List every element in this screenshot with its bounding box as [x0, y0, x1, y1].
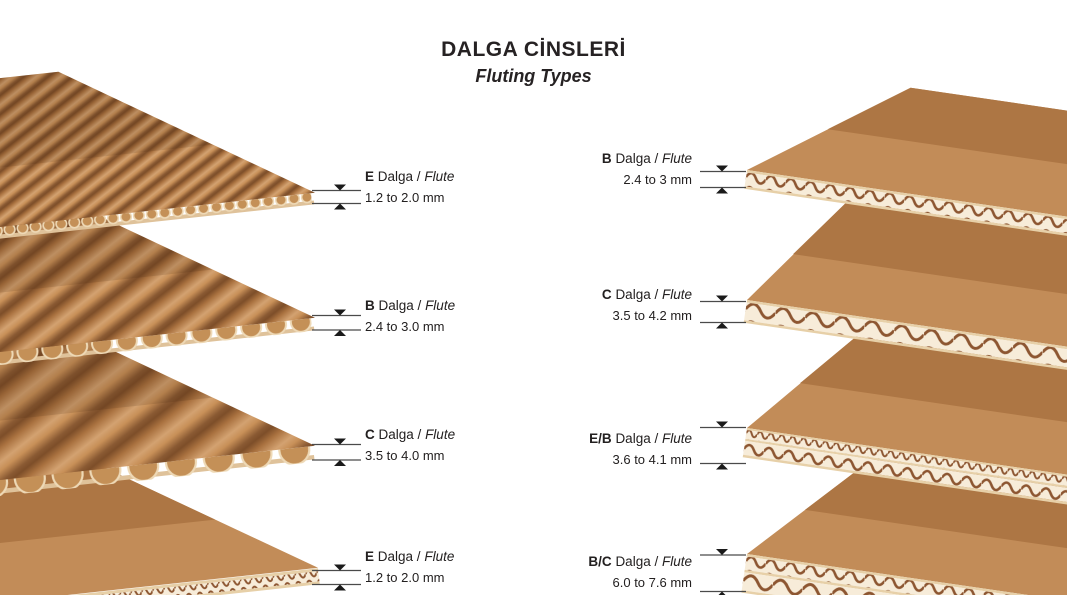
- flute-label-b-right: B Dalga / Flute 2.4 to 3 mm: [540, 149, 692, 190]
- flute-code: E: [365, 169, 375, 184]
- board-b-single-wall: [744, 87, 1067, 290]
- sheet-e-flute: [0, 71, 315, 281]
- flute-name: E/B Dalga / Flute: [540, 429, 692, 450]
- e-flute-cross-section: [0, 571, 320, 595]
- flute-word: Flute: [661, 554, 692, 569]
- flute-name: E Dalga / Flute: [365, 547, 454, 568]
- flute-code: E: [365, 549, 375, 564]
- b-flute-cross-section: [744, 172, 1067, 288]
- dalga-word: Dalga /: [615, 431, 659, 446]
- board-eb-double-wall: [742, 331, 1067, 559]
- flute-word: Flute: [425, 298, 456, 313]
- arrow-down-icon: [334, 438, 346, 445]
- flute-word: Flute: [661, 431, 692, 446]
- arrow-up-icon: [716, 322, 728, 329]
- flute-label-e-left: E Dalga / Flute 1.2 to 2.0 mm: [365, 167, 454, 208]
- thickness-indicator-lines: [312, 170, 746, 593]
- flute-name: B/C Dalga / Flute: [540, 552, 692, 573]
- arrow-down-icon: [716, 549, 728, 555]
- sheet-c-flute: [0, 324, 315, 538]
- flute-range: 1.2 to 2.0 mm: [365, 569, 445, 585]
- flute-range: 1.2 to 2.0 mm: [365, 189, 445, 205]
- e-flute-surface: [0, 71, 315, 271]
- arrow-down-icon: [716, 295, 728, 302]
- flute-code: C: [601, 287, 612, 302]
- dalga-word: Dalga /: [377, 549, 421, 564]
- arrow-up-icon: [334, 584, 346, 591]
- c-flute-surface: [0, 324, 315, 524]
- flute-range: 6.0 to 7.6 mm: [612, 574, 692, 590]
- b-flute-cross-section: [744, 556, 1067, 595]
- dalga-word: Dalga /: [378, 427, 422, 442]
- flute-range: 3.5 to 4.2 mm: [612, 307, 692, 323]
- flute-name: C Dalga / Flute: [540, 285, 692, 306]
- flute-word: Flute: [424, 169, 455, 184]
- c-flute-cross-section: [744, 302, 1067, 422]
- flute-word: Flute: [424, 549, 455, 564]
- flute-word: Flute: [661, 287, 692, 302]
- arrow-up-icon: [716, 463, 728, 470]
- flute-range: 3.5 to 4.0 mm: [365, 447, 445, 463]
- dalga-word: Dalga /: [615, 151, 659, 166]
- board-c-single-wall: [743, 201, 1067, 424]
- arrow-up-icon: [718, 591, 726, 595]
- flute-range: 3.6 to 4.1 mm: [612, 451, 692, 467]
- flute-label-c-right: C Dalga / Flute 3.5 to 4.2 mm: [540, 285, 692, 326]
- flute-label-e2-left: E Dalga / Flute 1.2 to 2.0 mm: [365, 547, 454, 588]
- c-flute-edge: [0, 444, 313, 538]
- b-flute-surface: [0, 196, 315, 396]
- flute-label-c-left: C Dalga / Flute 3.5 to 4.0 mm: [365, 425, 455, 466]
- arrow-up-icon: [334, 330, 346, 336]
- flute-code: B/C: [588, 554, 612, 569]
- flute-code: C: [365, 427, 375, 442]
- flute-name: C Dalga / Flute: [365, 425, 455, 446]
- flute-label-bc-right: B/C Dalga / Flute 6.0 to 7.6 mm: [540, 552, 692, 593]
- arrow-up-icon: [334, 203, 346, 210]
- flute-code: E/B: [589, 431, 612, 446]
- flute-code: B: [365, 298, 375, 313]
- arrow-down-icon: [334, 564, 346, 571]
- flute-name: B Dalga / Flute: [540, 149, 692, 170]
- flute-code: B: [601, 151, 612, 166]
- arrow-down-icon: [716, 421, 728, 428]
- e-flute-edge: [0, 191, 313, 280]
- arrow-down-icon: [334, 184, 346, 191]
- flute-name: E Dalga / Flute: [365, 167, 454, 188]
- dalga-word: Dalga /: [615, 554, 659, 569]
- e-flute-cross-section: [745, 429, 1067, 540]
- dalga-word: Dalga /: [377, 169, 421, 184]
- flute-range: 2.4 to 3.0 mm: [365, 318, 445, 334]
- arrow-up-icon: [716, 187, 728, 194]
- dalga-word: Dalga /: [615, 287, 659, 302]
- flute-range: 2.4 to 3 mm: [623, 171, 692, 187]
- flute-label-eb-right: E/B Dalga / Flute 3.6 to 4.1 mm: [540, 429, 692, 470]
- thickness-indicator-arrows: [334, 165, 728, 595]
- flute-word: Flute: [425, 427, 456, 442]
- flute-word: Flute: [661, 151, 692, 166]
- flute-name: B Dalga / Flute: [365, 296, 455, 317]
- arrow-down-icon: [716, 165, 728, 172]
- b-flute-edge: [0, 316, 313, 407]
- board-bc-double-wall: [741, 459, 1067, 595]
- flute-label-b-left: B Dalga / Flute 2.4 to 3.0 mm: [365, 296, 455, 337]
- b-flute-cross-section: [743, 440, 1067, 556]
- arrow-down-icon: [334, 309, 346, 316]
- dalga-word: Dalga /: [378, 298, 422, 313]
- arrow-up-icon: [334, 460, 346, 466]
